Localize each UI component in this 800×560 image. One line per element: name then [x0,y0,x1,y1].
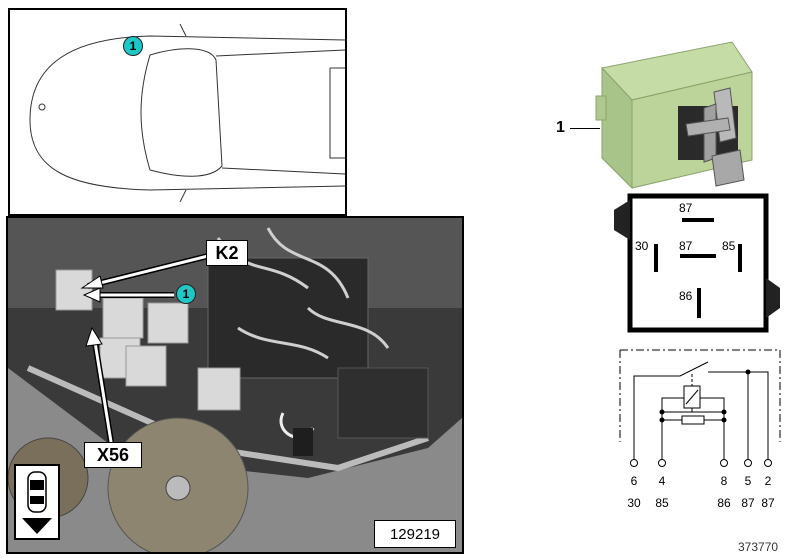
pin-num: 8 [720,474,728,488]
label-x56: X56 [84,442,142,468]
pin-num: 2 [764,474,772,488]
pin-terminal: 87 [741,496,755,510]
pin-label-top: 87 [679,201,693,215]
schematic-pin-labels: 6 4 8 5 2 30 85 86 87 87 [610,474,790,514]
relay-schematic [610,340,790,470]
photo-callout-1: 1 [176,284,196,304]
photo-illustration [8,218,462,552]
car-position-icon [14,464,60,540]
photo-number: 129219 [374,520,456,548]
pin-num: 6 [630,474,638,488]
pin-label-left: 30 [635,239,649,253]
pin-num: 4 [658,474,666,488]
car-top-icon [22,471,52,534]
relay-part-image [592,38,792,198]
pin-terminal: 85 [655,496,669,510]
diagram-number: 373770 [738,540,779,554]
label-k2: K2 [206,240,248,266]
car-callout-1: 1 [123,36,143,56]
relay-pin-face [612,192,782,336]
pin-face-diagram [614,193,780,333]
car-location-panel [8,8,347,216]
pin-num: 5 [744,474,752,488]
pin-label-bottom: 86 [679,289,693,303]
pin-terminal: 87 [761,496,775,510]
part-number-label: 1 [556,119,565,136]
pin-terminal: 86 [717,496,731,510]
part-leader-line [570,128,600,129]
pin-label-right: 85 [722,239,736,253]
schematic-diagram [619,349,781,467]
engine-bay-photo [6,216,464,554]
pin-terminal: 30 [627,496,641,510]
car-outline [29,23,345,203]
pin-label-center: 87 [679,239,693,253]
relay-illustration [595,41,753,190]
